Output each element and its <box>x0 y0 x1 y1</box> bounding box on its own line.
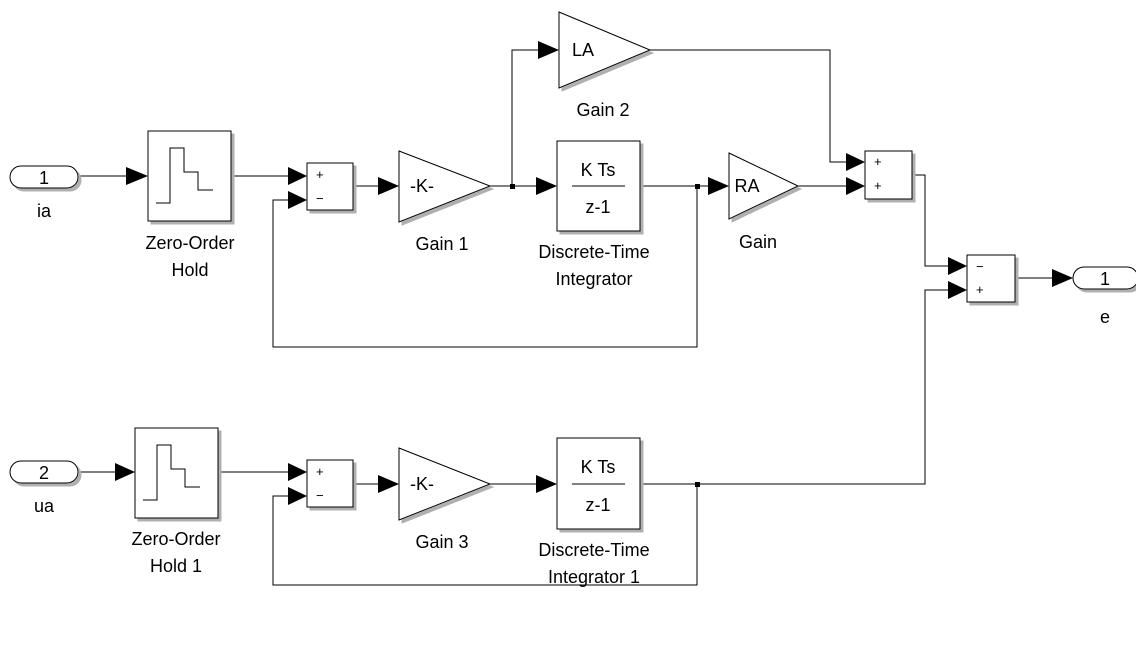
gain2-name: Gain 2 <box>576 100 629 120</box>
integrator-denominator: z-1 <box>585 197 610 217</box>
wire-gain2-to-sum3[interactable] <box>650 49 846 163</box>
wire-integrator1-out[interactable] <box>640 289 948 485</box>
zoh-step-icon <box>156 147 213 204</box>
zoh1-label-line1: Zero-Order <box>131 529 220 549</box>
sum-block-3[interactable]: + + <box>864 150 913 200</box>
arrow-sum2-top <box>288 463 307 481</box>
integrator1-denominator: z-1 <box>585 495 610 515</box>
arrow-sum4-top <box>948 257 967 275</box>
inport-ua[interactable]: 2 ua <box>9 460 79 516</box>
zoh-label-line1: Zero-Order <box>145 233 234 253</box>
branch-point-integrator1 <box>695 482 700 487</box>
gain3-value: -K- <box>410 474 434 494</box>
wire-feedback-2[interactable] <box>272 484 698 586</box>
integrator-label-line1: Discrete-Time <box>538 242 649 262</box>
outport-e-number: 1 <box>1100 269 1110 289</box>
gain-1-block[interactable]: -K- Gain 1 <box>398 150 492 254</box>
gain3-name: Gain 3 <box>415 532 468 552</box>
zero-order-hold-1-block[interactable]: Zero-Order Hold 1 <box>131 427 221 576</box>
integrator1-label-line1: Discrete-Time <box>538 540 649 560</box>
zoh1-step-icon <box>143 444 200 501</box>
arrow-gain1-in <box>378 177 399 195</box>
discrete-time-integrator-1-block[interactable]: K Ts z-1 Discrete-Time Integrator 1 <box>538 437 650 587</box>
outport-e-name: e <box>1100 307 1110 327</box>
inport-ua-name: ua <box>34 496 55 516</box>
outport-e[interactable]: 1 e <box>1072 266 1136 327</box>
arrow-sum4-bottom <box>948 281 967 299</box>
sum3-sign-bottom: + <box>874 178 882 193</box>
gain1-value: -K- <box>410 176 434 196</box>
wire-feedback-1[interactable] <box>272 186 698 348</box>
sum1-sign-bottom: − <box>316 191 324 206</box>
arrowheads <box>115 41 1073 505</box>
wire-branch-to-gain2[interactable] <box>511 49 538 186</box>
gain-2-block[interactable]: LA Gain 2 <box>558 11 652 120</box>
sum3-sign-top: + <box>874 154 882 169</box>
integrator-numerator: K Ts <box>581 160 616 180</box>
arrow-sum1-bottom <box>288 191 307 209</box>
arrow-gain-in <box>708 177 729 195</box>
wire-sum3-to-sum4[interactable] <box>912 174 948 267</box>
arrow-gain2-in <box>538 41 559 59</box>
arrow-sum3-top <box>846 153 865 171</box>
inport-ia[interactable]: 1 ia <box>9 165 79 221</box>
zoh1-label-line2: Hold 1 <box>150 556 202 576</box>
inport-ia-name: ia <box>37 201 52 221</box>
sum-block-4[interactable]: − + <box>966 254 1016 303</box>
arrow-integrator-in <box>536 177 557 195</box>
inport-ia-number: 1 <box>39 168 49 188</box>
integrator1-label-line2: Integrator 1 <box>548 567 640 587</box>
gain-3-block[interactable]: -K- Gain 3 <box>398 447 492 552</box>
inport-ua-number: 2 <box>39 463 49 483</box>
gain2-value: LA <box>572 40 594 60</box>
signal-lines <box>78 49 1052 586</box>
gain-name: Gain <box>739 232 777 252</box>
integrator1-numerator: K Ts <box>581 457 616 477</box>
arrow-zoh-in <box>126 167 148 185</box>
integrator-label-line2: Integrator <box>555 269 632 289</box>
sum4-sign-top: − <box>976 259 984 274</box>
arrow-sum2-bottom <box>288 487 307 505</box>
branch-point-gain1 <box>510 184 515 189</box>
sum2-sign-top: + <box>316 464 324 479</box>
arrow-outport-in <box>1052 269 1073 287</box>
gain-block[interactable]: RA Gain <box>728 152 800 252</box>
zero-order-hold-block[interactable]: Zero-Order Hold <box>145 130 235 280</box>
sum2-sign-bottom: − <box>316 488 324 503</box>
sum4-sign-bottom: + <box>976 282 984 297</box>
discrete-time-integrator-block[interactable]: K Ts z-1 Discrete-Time Integrator <box>538 140 650 289</box>
sum1-sign-top: + <box>316 167 324 182</box>
sum-block-2[interactable]: + − <box>306 459 354 508</box>
branch-points <box>510 184 700 487</box>
zoh-label-line2: Hold <box>171 260 208 280</box>
arrow-integrator1-in <box>536 475 557 493</box>
arrow-sum3-bottom <box>846 177 865 195</box>
gain1-name: Gain 1 <box>415 234 468 254</box>
gain-value: RA <box>734 176 759 196</box>
arrow-zoh1-in <box>115 463 135 481</box>
arrow-sum1-top <box>288 167 307 185</box>
sum-block-1[interactable]: + − <box>306 162 354 211</box>
branch-point-integrator <box>695 184 700 189</box>
arrow-gain3-in <box>378 475 399 493</box>
